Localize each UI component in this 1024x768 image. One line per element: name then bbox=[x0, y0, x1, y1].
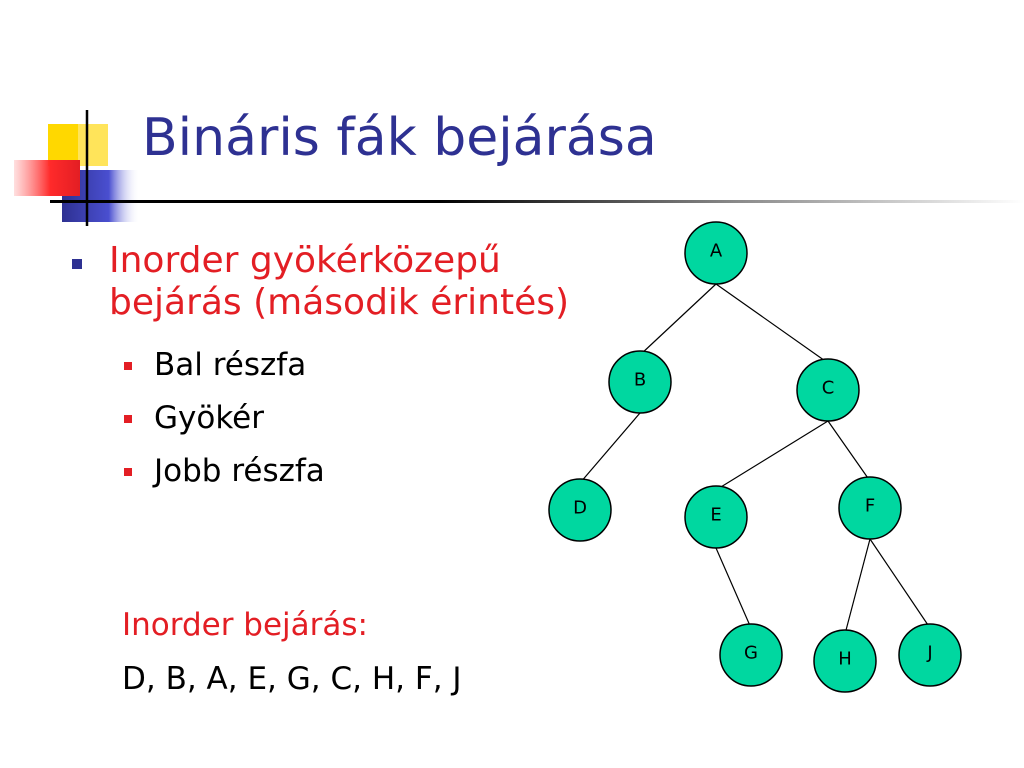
tree-node-circle bbox=[608, 350, 672, 414]
tree-nodes: A B C D E F G H J bbox=[548, 221, 962, 693]
tree-edge-c-e bbox=[715, 420, 829, 491]
inorder-result-label: Inorder bejárás: bbox=[122, 607, 369, 643]
tree-node-label: J bbox=[926, 643, 932, 664]
tree-node-circle bbox=[719, 623, 783, 687]
tree-node-label: D bbox=[573, 498, 587, 519]
tree-node-label: G bbox=[744, 643, 758, 664]
deco-red-square bbox=[14, 160, 80, 196]
tree-node-circle bbox=[684, 485, 748, 549]
deco-yellow-square-right bbox=[78, 124, 108, 166]
bullet-square-icon bbox=[124, 415, 132, 423]
tree-edges bbox=[579, 283, 931, 635]
bullet-square-icon bbox=[72, 259, 82, 269]
sub-bullet-text: Bal részfa bbox=[154, 347, 307, 383]
sub-bullet-text: Jobb részfa bbox=[154, 453, 325, 489]
bullet-square-icon bbox=[124, 468, 132, 476]
tree-node-label: H bbox=[838, 649, 852, 670]
tree-node-h: H bbox=[813, 629, 877, 693]
tree-node-f: F bbox=[838, 476, 902, 540]
sub-bullet-item: Jobb részfa bbox=[124, 451, 325, 504]
tree-node-label: C bbox=[822, 378, 835, 399]
inorder-result-sequence: D, B, A, E, G, C, H, F, J bbox=[122, 661, 462, 697]
sub-bullet-item: Gyökér bbox=[124, 398, 325, 451]
tree-node-e: E bbox=[684, 485, 748, 549]
sub-bullet-item: Bal részfa bbox=[124, 345, 325, 398]
bullet-square-icon bbox=[124, 362, 132, 370]
tree-node-b: B bbox=[608, 350, 672, 414]
tree-node-label: F bbox=[865, 496, 875, 517]
tree-edge-f-h bbox=[844, 538, 871, 635]
tree-node-label: A bbox=[710, 241, 723, 262]
tree-node-circle bbox=[898, 623, 962, 687]
tree-edge-e-g bbox=[715, 547, 752, 629]
tree-node-circle bbox=[813, 629, 877, 693]
tree-node-g: G bbox=[719, 623, 783, 687]
tree-edge-b-d bbox=[579, 412, 641, 484]
deco-yellow-square bbox=[48, 124, 78, 166]
tree-node-j: J bbox=[898, 623, 962, 687]
tree-node-d: D bbox=[548, 478, 612, 542]
tree-node-circle bbox=[548, 478, 612, 542]
tree-edge-a-c bbox=[715, 283, 829, 364]
tree-node-circle bbox=[838, 476, 902, 540]
tree-node-label: E bbox=[710, 505, 721, 526]
sub-bullet-list: Bal részfa Gyökér Jobb részfa bbox=[124, 345, 325, 504]
tree-edge-f-j bbox=[869, 538, 931, 629]
sub-bullet-text: Gyökér bbox=[154, 400, 264, 436]
title-divider bbox=[50, 200, 1024, 203]
tree-node-c: C bbox=[796, 358, 860, 422]
tree-node-circle bbox=[796, 358, 860, 422]
title-decoration bbox=[14, 110, 140, 226]
tree-node-label: B bbox=[634, 370, 646, 391]
tree-node-a: A bbox=[684, 221, 748, 285]
tree-node-circle bbox=[684, 221, 748, 285]
main-bullet-text: Inorder gyökérközepű bejárás (második ér… bbox=[109, 240, 570, 324]
slide-title: Bináris fák bejárása bbox=[142, 108, 657, 168]
main-bullet: Inorder gyökérközepű bejárás (második ér… bbox=[70, 240, 610, 324]
tree-edge-a-b bbox=[639, 283, 717, 356]
tree-edge-c-f bbox=[827, 420, 871, 482]
